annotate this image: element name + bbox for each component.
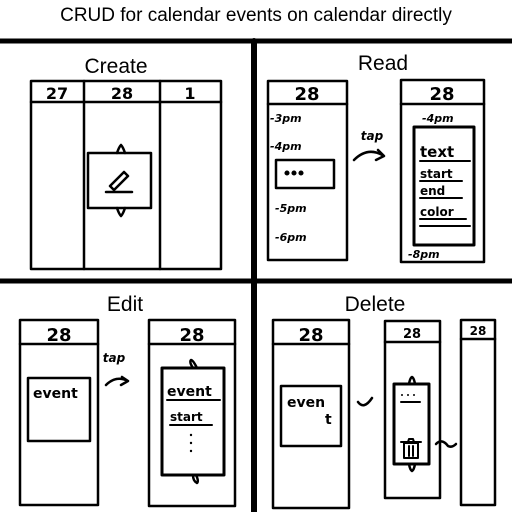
read-title: Read xyxy=(358,52,408,75)
delete-event-label: even xyxy=(287,395,325,411)
read-detail-time-4pm: -4pm xyxy=(422,112,454,125)
edit-field-start[interactable]: start xyxy=(170,410,203,424)
delete-result-column xyxy=(459,318,497,507)
read-detail-day: 28 xyxy=(429,84,454,105)
edit-panel: Edit 28 event tap 28 event xyxy=(18,293,237,508)
read-time-6pm: -6pm xyxy=(275,231,307,244)
create-calendar xyxy=(29,79,223,271)
pencil-icon xyxy=(104,170,134,194)
read-detail-card: text start end color xyxy=(412,125,476,247)
read-time-4pm: -4pm xyxy=(270,140,302,153)
read-panel: Read 28 -3pm -4pm -5pm -6pm tap 2 xyxy=(266,52,486,264)
delete-result-arrow xyxy=(434,440,458,448)
delete-event-block[interactable]: even t xyxy=(279,384,343,448)
edit-event-block[interactable]: event xyxy=(26,376,92,443)
delete-gesture-arrow xyxy=(356,396,374,407)
page-caption: CRUD for calendar events on calendar dir… xyxy=(60,5,452,26)
panel-dividers xyxy=(0,38,512,512)
detail-field-text: text xyxy=(420,143,454,161)
edit-detail-column xyxy=(147,318,237,508)
read-detail-column xyxy=(399,78,486,264)
read-time-5pm: -5pm xyxy=(275,202,307,215)
read-day-column xyxy=(266,79,349,262)
delete-day-column xyxy=(271,318,351,510)
read-tap-label: tap xyxy=(361,129,384,143)
edit-event-label: event xyxy=(33,386,78,402)
edit-title: Edit xyxy=(107,293,143,316)
create-day-28: 28 xyxy=(111,84,133,103)
edit-day-label: 28 xyxy=(46,325,71,346)
delete-selected-event[interactable] xyxy=(392,375,431,473)
trash-icon[interactable] xyxy=(400,438,422,459)
read-detail-time-8pm: -8pm xyxy=(408,248,440,261)
create-title: Create xyxy=(84,55,147,78)
edit-field-event[interactable]: event xyxy=(167,384,212,400)
new-event-block[interactable] xyxy=(86,143,153,218)
edit-day-column xyxy=(18,318,100,507)
delete-day-label: 28 xyxy=(298,325,323,346)
edit-detail-day: 28 xyxy=(179,325,204,346)
create-day-1: 1 xyxy=(184,84,195,103)
read-tap-arrow xyxy=(352,148,386,162)
read-time-3pm: -3pm xyxy=(270,112,302,125)
delete-middle-column xyxy=(383,319,442,500)
detail-field-start: start xyxy=(420,167,453,181)
delete-result-day: 28 xyxy=(470,324,487,338)
detail-field-end: end xyxy=(420,184,445,198)
create-day-27: 27 xyxy=(46,84,68,103)
edit-tap-label: tap xyxy=(103,351,126,365)
read-day-label: 28 xyxy=(294,84,319,105)
detail-field-color: color xyxy=(420,205,454,219)
read-event-block[interactable] xyxy=(274,158,336,190)
delete-event-label-wrap: t xyxy=(325,412,332,428)
delete-middle-day: 28 xyxy=(403,327,421,342)
edit-form-card[interactable]: event start xyxy=(160,358,226,485)
create-panel: Create 27 28 1 xyxy=(29,55,223,271)
delete-panel: Delete 28 even t 28 xyxy=(271,293,497,510)
delete-title: Delete xyxy=(345,293,406,316)
edit-tap-arrow xyxy=(104,375,130,387)
